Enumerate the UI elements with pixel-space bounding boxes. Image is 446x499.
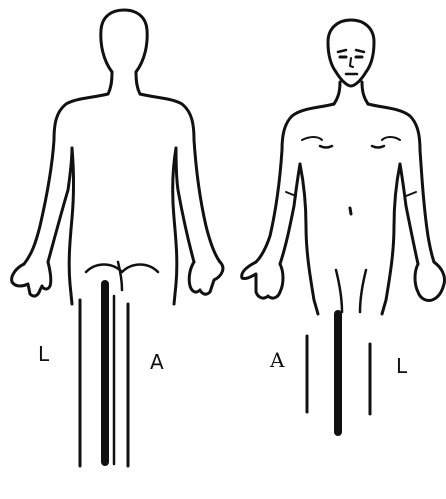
back-left-shoulder-arm: [24, 94, 108, 264]
back-buttocks: [86, 265, 158, 273]
front-right-pec-line: [382, 137, 400, 140]
back-head-outline: [101, 10, 147, 72]
front-left-inner-arm: [280, 164, 300, 264]
front-right-arm-crease: [406, 192, 416, 196]
front-right-label: L: [396, 356, 407, 376]
back-right-inner-arm: [176, 148, 194, 262]
front-right-inner-arm: [400, 164, 418, 264]
back-right-label: A: [150, 352, 164, 372]
front-neck-left: [334, 82, 340, 104]
back-neck-left: [108, 72, 112, 94]
front-left-label: A: [270, 350, 284, 370]
front-right-nipple: [372, 146, 384, 148]
front-left-shoulder-arm: [256, 104, 334, 262]
front-view-figure: [242, 20, 445, 314]
front-right-shoulder-arm: [368, 104, 434, 262]
front-left-pec-line: [302, 137, 322, 140]
front-left-nipple: [320, 146, 332, 148]
back-right-shoulder-arm: [140, 94, 220, 262]
front-groin-right: [360, 270, 366, 312]
front-left-eyebrow: [338, 50, 346, 52]
back-gluteal-cleft: [118, 262, 122, 290]
back-view-figure: [12, 10, 223, 304]
front-neck-right: [362, 82, 368, 104]
back-left-hand: [12, 262, 51, 296]
front-view-bars: [307, 314, 370, 432]
front-right-hand: [415, 262, 445, 301]
front-nose: [350, 58, 353, 67]
front-left-torso: [300, 164, 318, 314]
front-navel: [350, 208, 351, 214]
back-view-bars: [80, 284, 128, 466]
back-neck-right: [136, 72, 140, 94]
front-right-torso: [382, 164, 400, 314]
front-left-hand: [242, 262, 283, 298]
back-left-label: L: [38, 344, 49, 364]
front-groin-left: [336, 270, 342, 312]
back-right-hand: [189, 262, 223, 294]
front-right-eyebrow: [356, 50, 364, 52]
